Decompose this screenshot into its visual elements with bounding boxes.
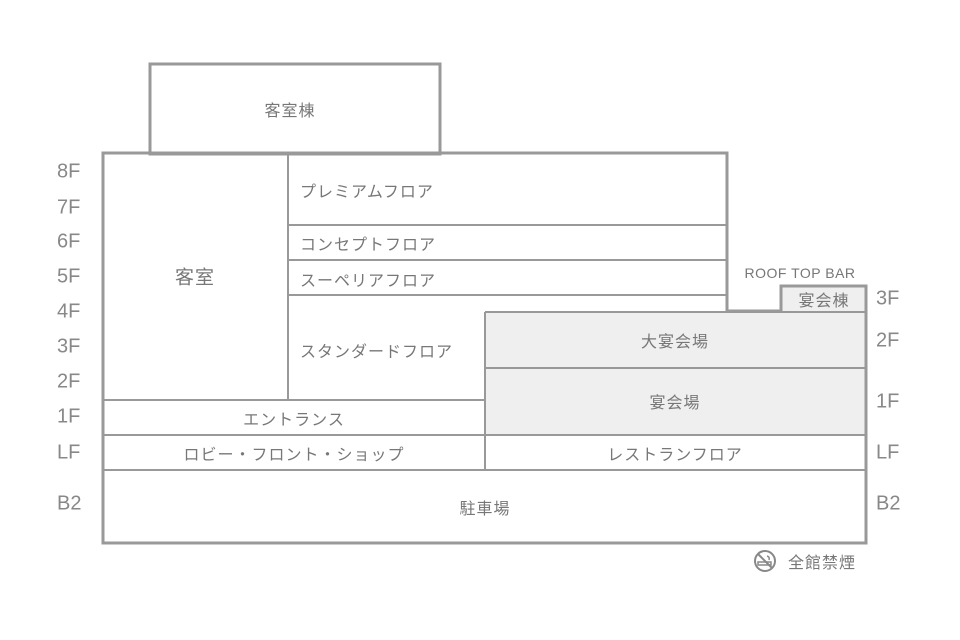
parking-label: 駐車場 — [459, 499, 511, 518]
banquet-label: 宴会場 — [649, 393, 701, 412]
entrance-label: エントランス — [243, 410, 345, 429]
right-floor-label-2f: 2F — [876, 329, 900, 352]
no-smoking-icon — [753, 549, 777, 573]
premium-floor-label: プレミアムフロア — [300, 182, 434, 201]
floor-label-6f: 6F — [57, 230, 81, 253]
standard-floor-label: スタンダードフロア — [300, 342, 454, 361]
superior-floor-label: スーペリアフロア — [300, 271, 437, 290]
floor-label-3f: 3F — [57, 335, 81, 358]
restaurant-floor-label: レストランフロア — [607, 445, 743, 464]
outer-lines — [101, 62, 868, 545]
concept-floor-label: コンセプトフロア — [300, 235, 437, 254]
guest-tower-label: 客室棟 — [264, 101, 316, 120]
floor-label-5f: 5F — [57, 265, 81, 288]
inner-lines — [103, 153, 866, 471]
grand-banquet-label: 大宴会場 — [640, 332, 710, 351]
floor-label-2f: 2F — [57, 370, 81, 393]
banquet-fill — [485, 312, 866, 435]
right-floor-label-b2: B2 — [876, 492, 901, 515]
floor-label-1f: 1F — [57, 405, 81, 428]
no-smoking-notice: 全館禁煙 — [788, 553, 857, 572]
banquet-tower-label: 宴会棟 — [798, 291, 850, 310]
right-floor-label-lf: LF — [876, 441, 900, 464]
banquet-tower-fill — [781, 286, 866, 312]
lobby-label: ロビー・フロント・ショップ — [183, 445, 405, 464]
right-floor-label-1f: 1F — [876, 390, 900, 413]
floor-label-8f: 8F — [57, 160, 81, 183]
guest-rooms-label: 客室 — [174, 266, 216, 289]
floor-label-4f: 4F — [57, 300, 81, 323]
roof-top-bar-label: ROOF TOP BAR — [744, 265, 856, 281]
right-floor-label-3f: 3F — [876, 287, 900, 310]
floor-label-b2: B2 — [57, 492, 82, 515]
floor-label-lf: LF — [57, 441, 81, 464]
floor-label-7f: 7F — [57, 196, 81, 219]
